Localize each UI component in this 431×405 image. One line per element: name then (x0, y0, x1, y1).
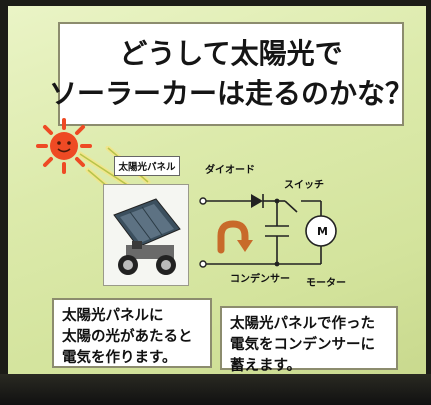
title-line-2: ソーラーカーは走るのかな？ (49, 77, 414, 110)
motor-symbol: M (317, 225, 328, 238)
capacitor-label: コンデンサー (230, 274, 290, 285)
charge-arrow-icon (217, 220, 249, 254)
explanation-box-left: 太陽光パネルに 太陽の光があたると 電気を作ります。 (52, 298, 212, 368)
explanation-box-right: 太陽光パネルで作った 電気をコンデンサーに 蓄えます。 (220, 306, 398, 374)
sun-icon (36, 118, 92, 174)
diode-label: ダイオード (205, 165, 255, 176)
switch-label: スイッチ (284, 180, 324, 191)
solar-panel-label: 太陽光パネル (114, 156, 180, 176)
solar-car-photo (103, 184, 189, 286)
projected-slide: どうして太陽光で ソーラーカーは走るのかな？ 太陽光パネ (8, 6, 426, 374)
projection-bottom-edge (0, 374, 431, 405)
motor-label: モーター (306, 278, 346, 289)
title-line-1: どうして太陽光で (119, 37, 343, 70)
circuit-diagram (199, 194, 337, 268)
title-box: どうして太陽光で ソーラーカーは走るのかな？ (49, 22, 413, 126)
